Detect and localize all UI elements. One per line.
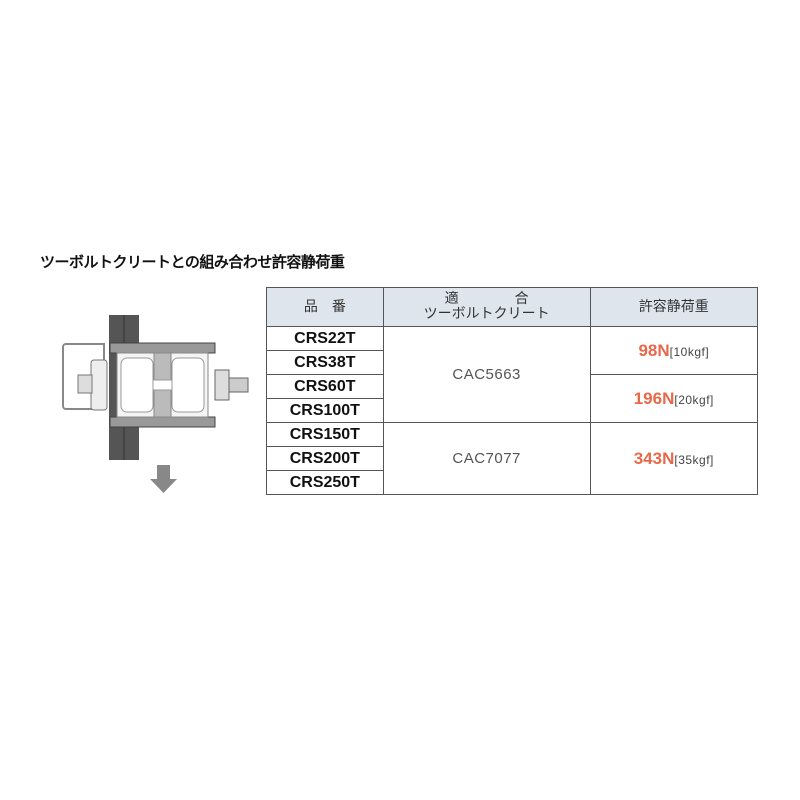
table-row: CRS250T	[266, 470, 758, 495]
load-newton: 196N	[633, 388, 675, 408]
header-part: 品 番	[266, 287, 384, 327]
load-cell: 98N[10kgf]	[589, 326, 759, 375]
part-cell: CRS150T	[266, 422, 384, 447]
load-table: 品 番 適 合ツーボルトクリート 許容静荷重 CRS22T CAC5663 98…	[266, 287, 759, 495]
table-row: CRS150T CAC7077 343N[35kgf]	[266, 422, 759, 495]
part-cell: CRS60T	[266, 374, 384, 399]
table-row: CRS100T	[266, 398, 758, 423]
part-cell: CRS200T	[266, 446, 384, 471]
part-cell: CRS250T	[266, 470, 384, 495]
clip-cell: CAC5663	[382, 326, 591, 423]
load-newton: 343N	[633, 448, 675, 468]
load-kgf: [10kgf]	[669, 344, 710, 359]
table-row: CRS22T CAC5663 98N[10kgf]	[266, 326, 759, 423]
load-newton: 98N	[638, 340, 670, 360]
table-header-row: 品 番 適 合ツーボルトクリート 許容静荷重	[266, 287, 759, 327]
down-arrow-icon	[150, 465, 177, 493]
page-title: ツーボルトクリートとの組み合わせ許容静荷重	[40, 253, 345, 271]
part-cell: CRS100T	[266, 398, 384, 423]
part-cell: CRS38T	[266, 350, 384, 375]
load-cell: 196N[20kgf]	[589, 374, 759, 423]
load-cell: 343N[35kgf]	[589, 422, 759, 495]
part-cell: CRS22T	[266, 326, 384, 351]
load-kgf: [35kgf]	[674, 452, 714, 467]
header-load: 許容静荷重	[589, 287, 759, 327]
load-kgf: [20kgf]	[674, 392, 714, 407]
header-clip-line1: 適 合	[444, 291, 529, 307]
header-clip: 適 合ツーボルトクリート	[382, 287, 591, 327]
table-row: CRS38T	[266, 350, 758, 375]
clamp-assembly-diagram	[62, 315, 249, 493]
clip-cell: CAC7077	[382, 422, 591, 495]
table-row: CRS60T 196N[20kgf]	[266, 374, 759, 423]
header-clip-line2: ツーボルトクリート	[423, 306, 550, 322]
